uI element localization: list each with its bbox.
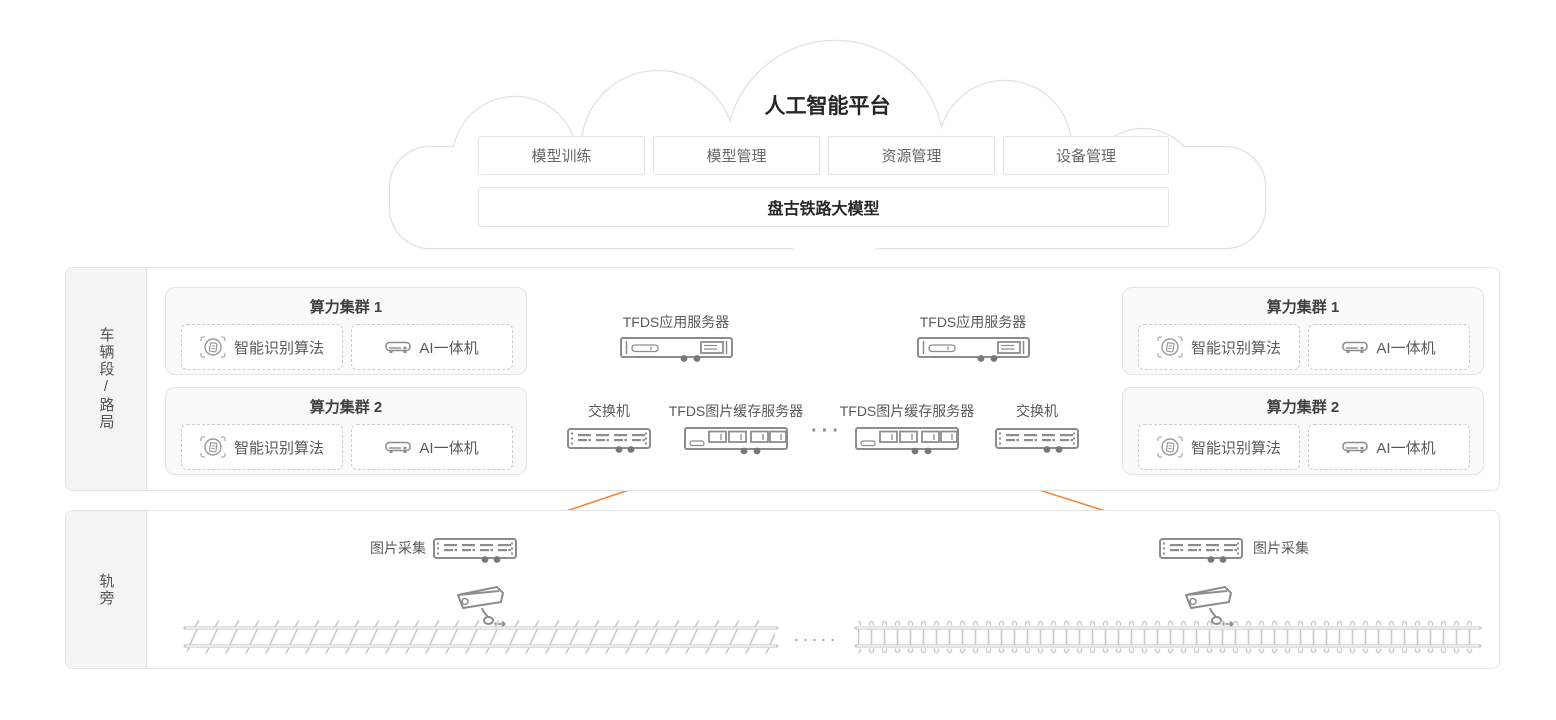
cache-server-right-label: TFDS图片缓存服务器 — [839, 403, 975, 419]
cluster-title: 算力集群 2 — [1266, 399, 1340, 416]
module-device-management: 设备管理 — [1003, 136, 1169, 175]
cache-server-left-icon — [684, 427, 788, 455]
left-compute-cluster-1: 算力集群 1 智能识别算法 AI一体机 — [165, 287, 527, 375]
app-server-right-icon — [917, 337, 1030, 362]
ai-appliance-icon — [385, 341, 412, 353]
right-compute-cluster-2: 算力集群 2 智能识别算法 AI一体机 — [1122, 387, 1484, 475]
cache-server-right-icon — [855, 427, 959, 455]
ai-appliance-icon — [1342, 441, 1369, 453]
algo-label: 智能识别算法 — [233, 439, 324, 457]
track-ellipsis: ····· — [793, 629, 839, 649]
algo-label: 智能识别算法 — [233, 339, 324, 357]
recognition-icon — [1157, 436, 1183, 458]
appliance-box: AI一体机 — [351, 424, 513, 470]
trackside-section-label: 轨旁 — [97, 572, 115, 607]
algo-box: 智能识别算法 — [1138, 424, 1300, 470]
algo-box: 智能识别算法 — [181, 424, 343, 470]
ai-appliance-icon — [1342, 341, 1369, 353]
ai-platform-cloud: 人工智能平台 模型训练 模型管理 资源管理 设备管理 盘古铁路大模型 — [375, 35, 1280, 250]
switch-right-label: 交换机 — [1016, 403, 1058, 419]
module-resource-management: 资源管理 — [828, 136, 995, 175]
switch-left-icon — [567, 428, 651, 453]
appliance-box: AI一体机 — [1308, 424, 1470, 470]
module-model-training: 模型训练 — [478, 136, 645, 175]
algo-box: 智能识别算法 — [181, 324, 343, 370]
algo-label: 智能识别算法 — [1190, 439, 1281, 457]
appliance-label: AI一体机 — [419, 439, 479, 457]
right-compute-cluster-1: 算力集群 1 智能识别算法 AI一体机 — [1122, 287, 1484, 375]
recognition-icon — [200, 336, 226, 358]
algo-box: 智能识别算法 — [1138, 324, 1300, 370]
cluster-title: 算力集群 1 — [1266, 299, 1340, 316]
ai-appliance-icon — [385, 441, 412, 453]
cache-server-left-label: TFDS图片缓存服务器 — [668, 403, 804, 419]
left-compute-cluster-2: 算力集群 2 智能识别算法 AI一体机 — [165, 387, 527, 475]
appliance-box: AI一体机 — [351, 324, 513, 370]
appliance-label: AI一体机 — [1376, 439, 1436, 457]
module-label: 设备管理 — [1055, 148, 1116, 165]
recognition-icon — [200, 436, 226, 458]
module-label: 资源管理 — [881, 148, 942, 165]
trackside-section-strip: 轨旁 — [66, 511, 147, 668]
module-model-management: 模型管理 — [653, 136, 820, 175]
app-server-left-label: TFDS应用服务器 — [622, 314, 730, 330]
depot-section-strip: 车辆段/路局 — [66, 268, 147, 490]
appliance-label: AI一体机 — [419, 339, 479, 357]
middle-ellipsis: ··· — [811, 420, 843, 442]
app-server-right-label: TFDS应用服务器 — [919, 314, 1027, 330]
module-label: 模型管理 — [706, 148, 767, 165]
depot-section-label: 车辆段/路局 — [97, 327, 115, 431]
railway-track-left — [183, 619, 779, 655]
appliance-box: AI一体机 — [1308, 324, 1470, 370]
switch-right-icon — [995, 428, 1079, 453]
recognition-icon — [1157, 336, 1183, 358]
capture-switch-left-icon — [433, 538, 517, 563]
capture-switch-right-icon — [1159, 538, 1243, 563]
capture-left-label: 图片采集 — [370, 540, 426, 556]
capture-right-label: 图片采集 — [1253, 540, 1309, 556]
cluster-title: 算力集群 2 — [309, 399, 383, 416]
algo-label: 智能识别算法 — [1190, 339, 1281, 357]
pangu-railway-model-bar: 盘古铁路大模型 — [478, 187, 1169, 227]
module-label: 模型训练 — [531, 148, 592, 165]
platform-title: 人工智能平台 — [764, 95, 891, 118]
switch-left-label: 交换机 — [588, 403, 630, 419]
app-server-left-icon — [620, 337, 733, 362]
railway-track-right — [854, 619, 1482, 655]
cluster-title: 算力集群 1 — [309, 299, 383, 316]
appliance-label: AI一体机 — [1376, 339, 1436, 357]
